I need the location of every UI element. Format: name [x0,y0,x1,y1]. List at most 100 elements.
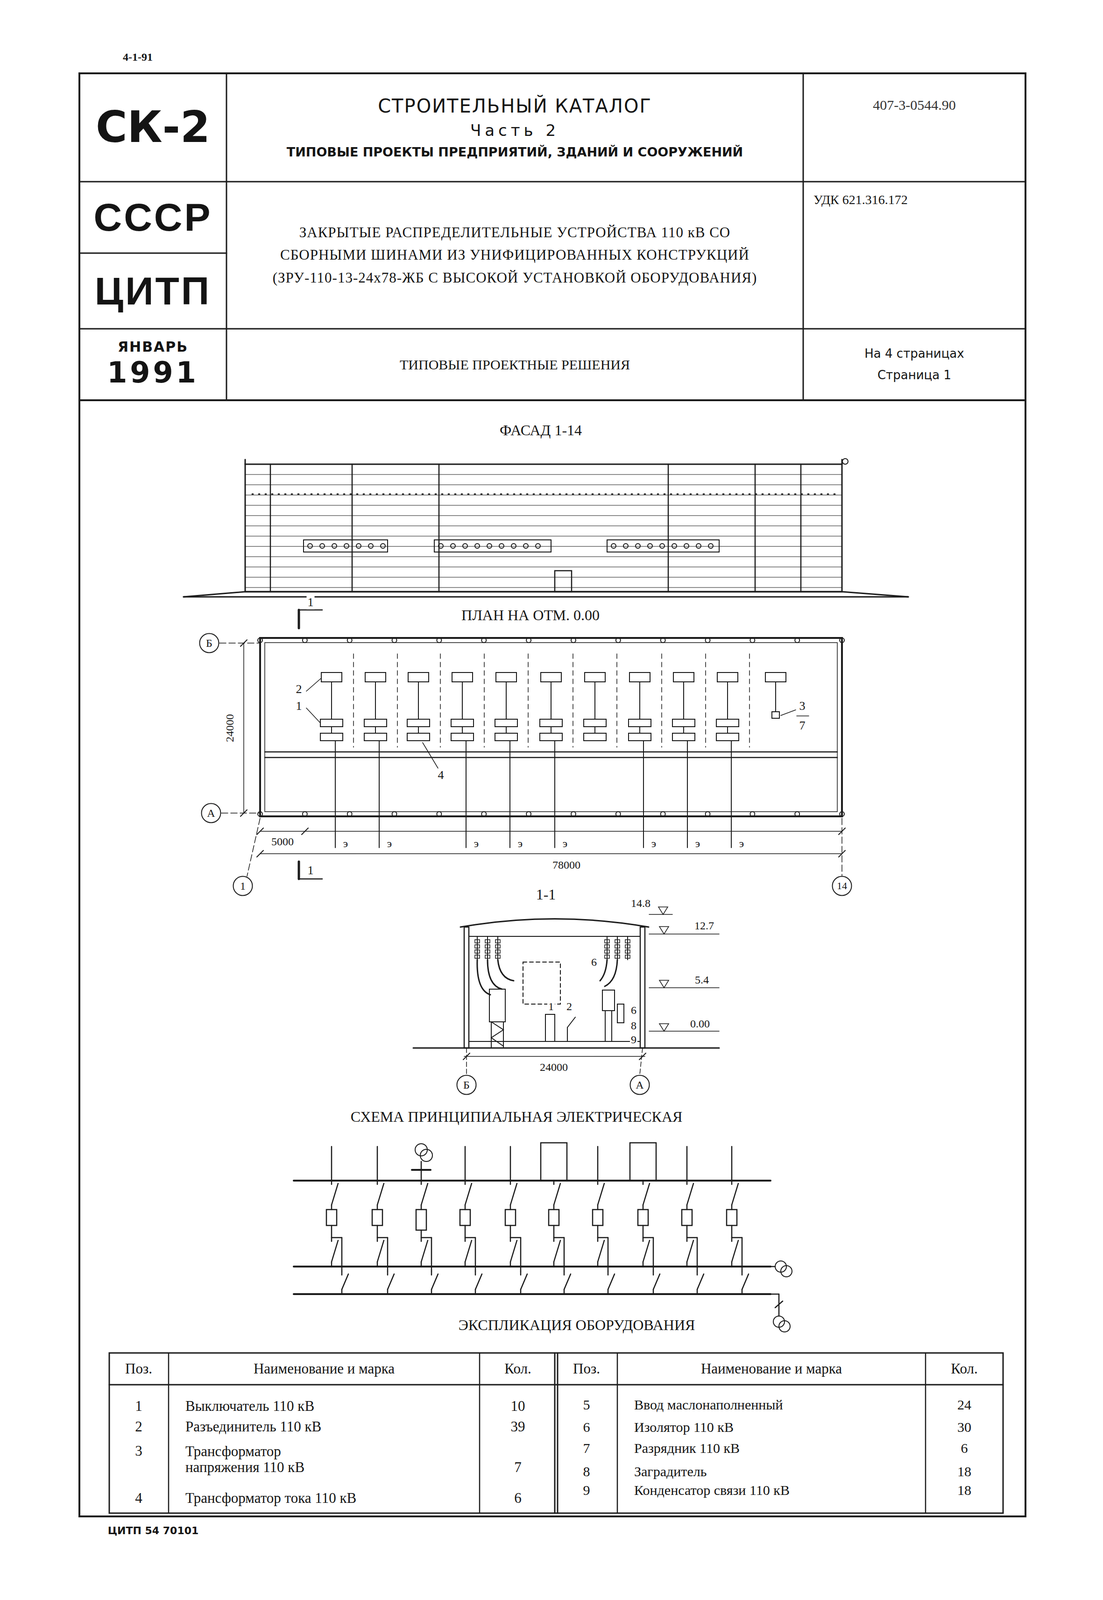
cable-mark: э [342,837,349,850]
callout-number: 2 [295,682,304,697]
axis-bubble-text: Б [198,636,220,651]
publisher-mark-text: ЦИТП [84,267,222,315]
window [307,543,313,549]
insulator-disc [625,954,630,959]
window [487,543,492,549]
disconnector-lead [741,1289,743,1294]
disconnector-lead [686,1261,688,1267]
breaker-plan [716,719,739,727]
disconnector-plan [452,672,473,682]
level-mark: 14.8 [629,897,652,910]
disconnector-lead [731,1261,733,1267]
insulator-disc [485,939,490,943]
pilaster [667,464,670,592]
outer-wall [260,637,842,817]
bus-drop [505,726,507,734]
panel-joint [245,556,842,557]
table-rule [616,1352,619,1514]
section-arrow [298,878,323,880]
table-rule [168,1352,170,1514]
table-cell: 2 [134,1418,144,1435]
table-rule [479,1352,481,1514]
disconnector-symbol [553,1183,561,1205]
line-lead [509,1146,512,1181]
busbar [293,1293,771,1295]
panel-joint [245,545,842,547]
column [347,637,353,643]
column [257,637,263,643]
disconnector-symbol [564,1273,571,1290]
panel-joint [245,473,842,475]
insulator-disc [625,949,630,954]
disconnector-lead [376,1180,379,1185]
bay-divider [616,653,618,748]
table-rule [557,1352,559,1514]
disconnector-lead [464,1261,467,1267]
bus-drop [639,681,641,720]
grid-line [79,252,227,255]
disconnector-lead [686,1204,688,1210]
disconnector-symbol [387,1273,395,1290]
window [635,543,641,549]
breaker-plan [628,719,651,727]
support [605,1010,612,1042]
dimension-tick [256,827,264,835]
column [660,811,666,817]
current-transformer-plan [628,733,651,741]
dimension: 24000 [223,713,236,743]
column [615,811,621,817]
axis-bubble: 1 [232,875,254,897]
table-cell: 9 [582,1482,592,1498]
outer-wall-inner [264,642,838,812]
table-cell: Заградитель [633,1463,708,1479]
catalog-heading-text: СТРОИТЕЛЬНЫЙ КАТАЛОГ [231,94,799,118]
disconnector-plan [321,672,342,682]
window [523,543,529,549]
document-type: ТИПОВЫЕ ПРОЕКТНЫЕ РЕШЕНИЯ [226,328,804,401]
disconnector-lead [553,1180,555,1185]
bushing [489,989,506,1022]
window [462,543,468,549]
disconnector-lead [642,1204,644,1210]
level-mark-symbol [659,1023,669,1032]
level-line [649,1030,720,1032]
disconnector-lead [431,1289,433,1294]
ground-line [413,1047,720,1049]
level-mark-symbol [658,906,668,915]
disconnector-symbol [597,1240,605,1262]
insulator-disc [615,949,620,954]
breaker-symbol [637,1209,649,1226]
bus-drop [461,681,463,720]
logo-text: СК-2 [84,101,222,154]
busbar [487,959,503,990]
disconnector-plan [495,672,517,682]
dimension-line [260,830,842,832]
line-lead [331,1146,333,1181]
section-cut [297,609,301,629]
table-header: Кол. [949,1360,979,1377]
disconnector-symbol [731,1183,739,1205]
disconnector-lead [642,1180,644,1185]
window [368,543,374,549]
window [696,543,701,549]
table-rule [925,1352,927,1514]
busbar [477,959,491,995]
table-cell: Трансформатор тока 110 кВ [184,1490,358,1507]
breaker-section [545,1014,555,1042]
pilaster [351,464,354,592]
bay-lead [696,1237,699,1272]
current-transformer-plan [539,733,563,741]
insulator-disc [615,939,620,943]
table-cell: 8 [582,1463,592,1479]
column [571,811,576,817]
disconnector-symbol [553,1240,561,1262]
bay-divider [661,653,663,748]
table-cell: Разъединитель 110 кВ [184,1418,323,1435]
current-transformer-plan [407,733,430,741]
callout-number: 7 [798,719,807,733]
table-cell: 1 [134,1398,144,1415]
leader-line [422,742,439,769]
table-cell: 18 [956,1482,973,1498]
window [611,543,616,549]
